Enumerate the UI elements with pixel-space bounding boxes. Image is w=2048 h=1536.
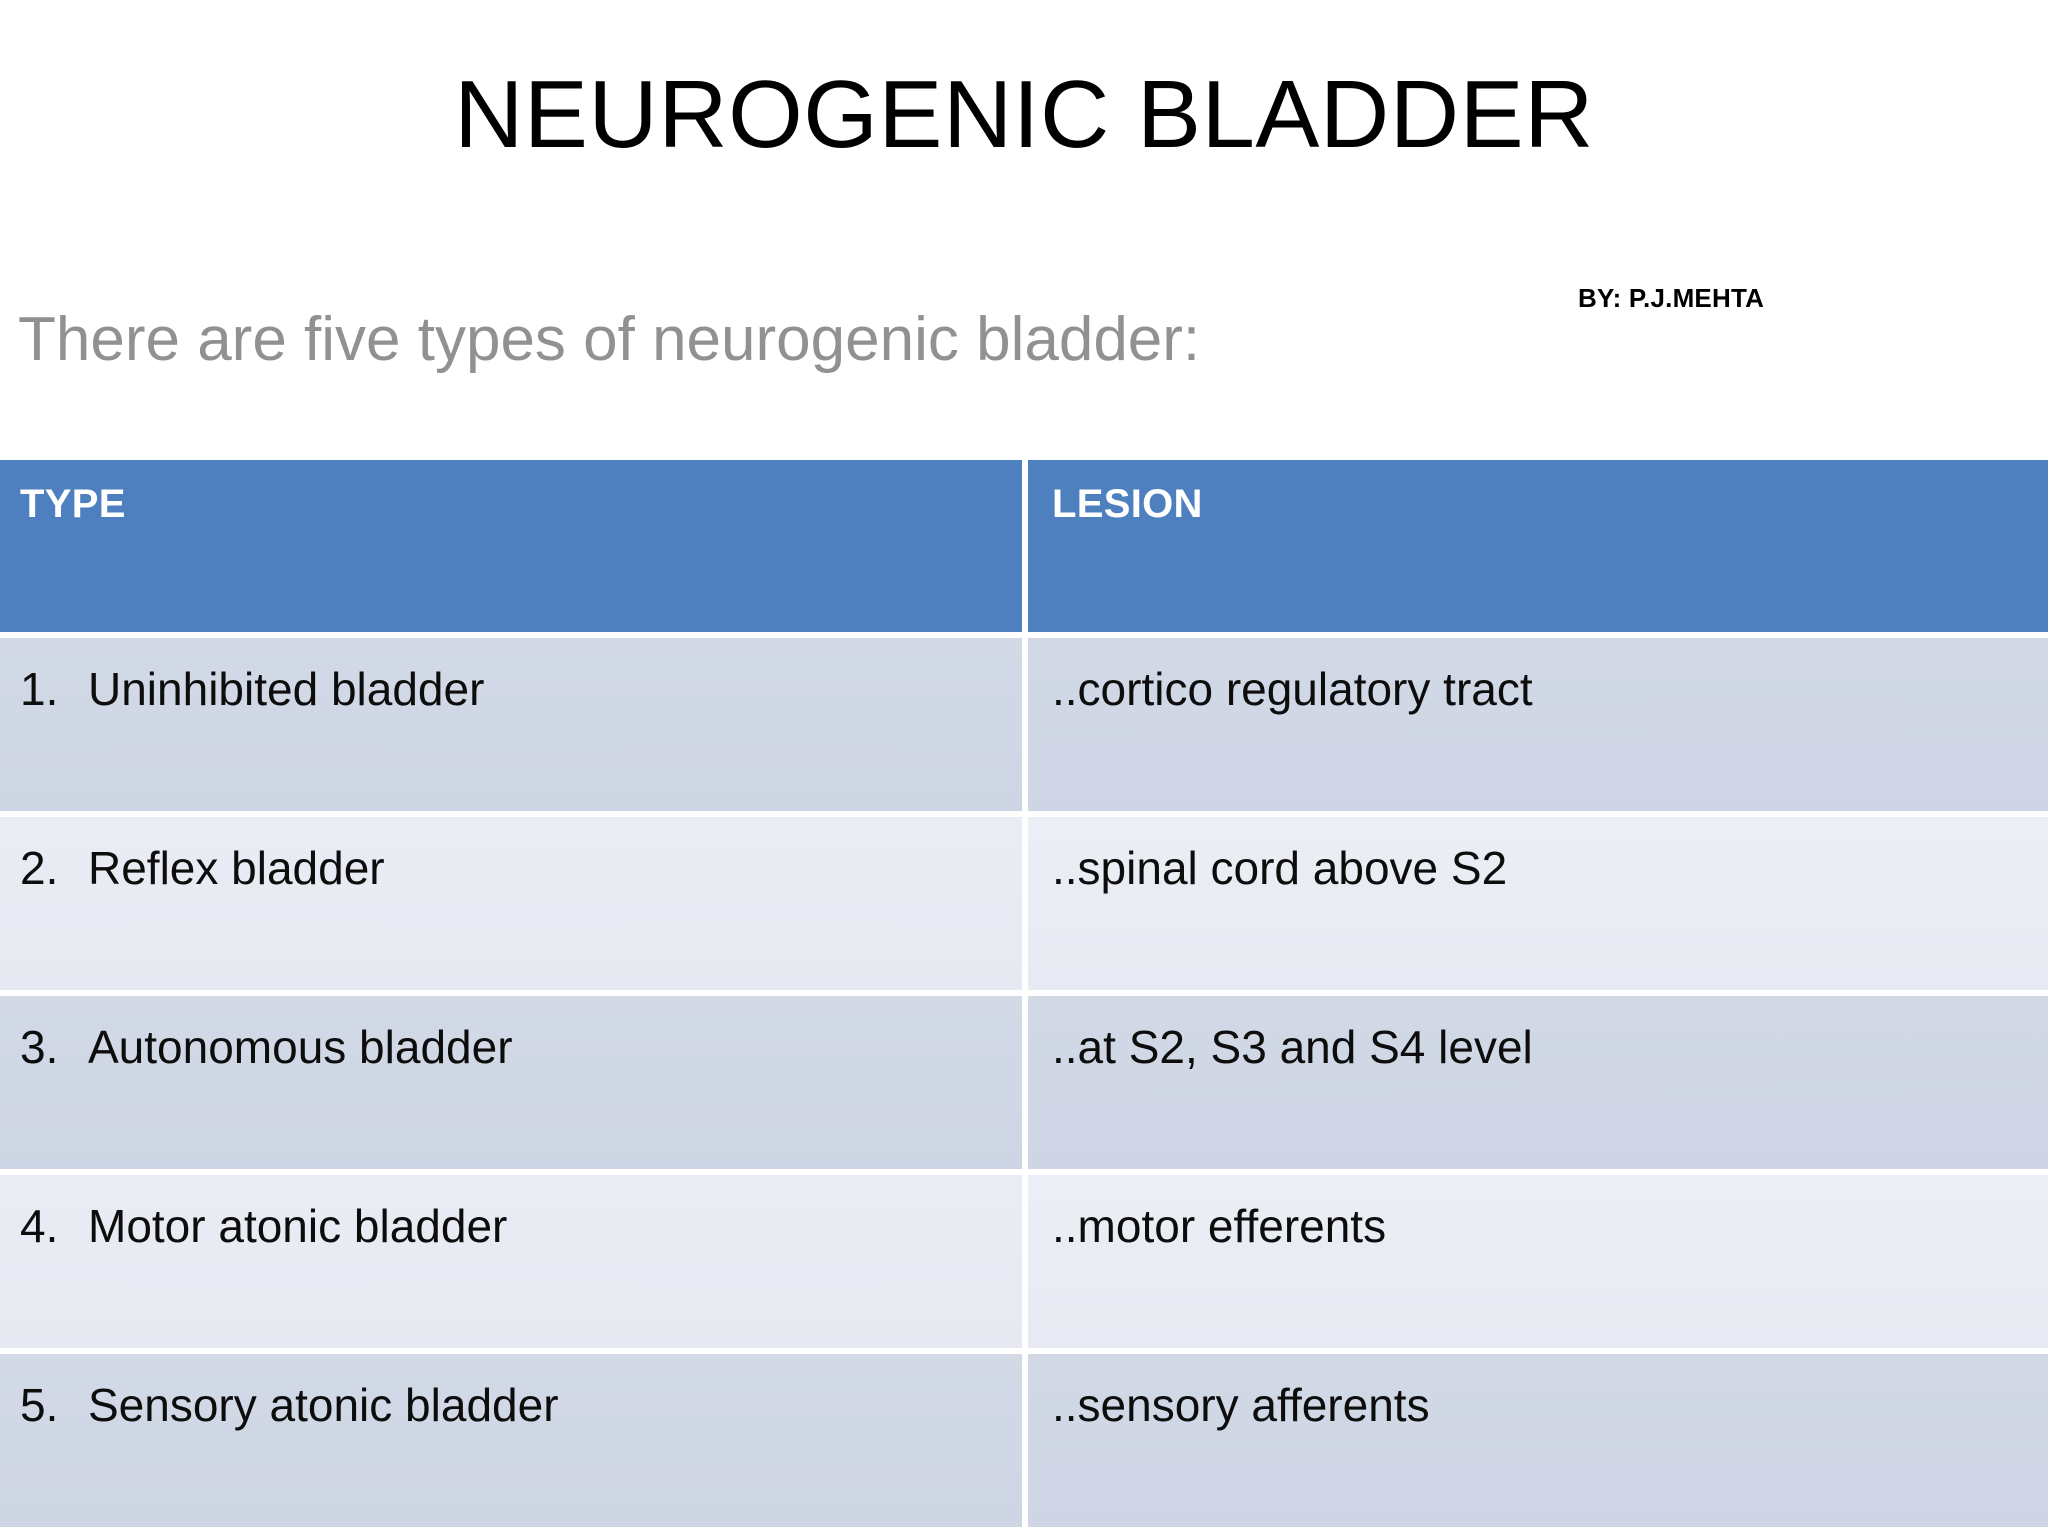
table-row-type-label: Motor atonic bladder	[88, 1200, 508, 1252]
table-cell-type: 3. Autonomous bladder	[0, 996, 1022, 1169]
table-cell-type: 5. Sensory atonic bladder	[0, 1354, 1022, 1527]
table-cell-type-text: 1. Uninhibited bladder	[20, 662, 484, 717]
table-header-cell-type: TYPE	[0, 460, 1022, 632]
neurogenic-bladder-table: TYPE LESION 1. Uninhibited bladder ..cort…	[0, 460, 2048, 1527]
table-row-type-label: Sensory atonic bladder	[88, 1379, 559, 1431]
table-row: 2. Reflex bladder ..spinal cord above S2	[0, 817, 2048, 990]
table-cell-type: 4. Motor atonic bladder	[0, 1175, 1022, 1348]
table-cell-lesion: ..at S2, S3 and S4 level	[1028, 996, 2048, 1169]
table-row-type-label: Uninhibited bladder	[88, 663, 485, 715]
table-cell-lesion: ..spinal cord above S2	[1028, 817, 2048, 990]
table-cell-type-text: 5. Sensory atonic bladder	[20, 1378, 559, 1433]
table-cell-type-text: 3. Autonomous bladder	[20, 1020, 513, 1075]
table-row-lesion-label: ..cortico regulatory tract	[1052, 663, 1533, 715]
table-row-lesion-label: ..at S2, S3 and S4 level	[1052, 1021, 1533, 1073]
table-row-number: 1.	[20, 663, 59, 715]
table-cell-lesion: ..motor efferents	[1028, 1175, 2048, 1348]
table-row-lesion-label: ..sensory afferents	[1052, 1379, 1430, 1431]
table-cell-type: 2. Reflex bladder	[0, 817, 1022, 990]
table-row-lesion-label: ..motor efferents	[1052, 1200, 1387, 1252]
table-row-lesion-label: ..spinal cord above S2	[1052, 842, 1508, 894]
table-row: 4. Motor atonic bladder ..motor efferents	[0, 1175, 2048, 1348]
author-byline: BY: P.J.MEHTA	[1578, 283, 1765, 313]
table-row-number: 4.	[20, 1200, 59, 1252]
table-cell-type: 1. Uninhibited bladder	[0, 638, 1022, 811]
table-cell-type-text: 4. Motor atonic bladder	[20, 1199, 507, 1254]
table-cell-type-text: 2. Reflex bladder	[20, 841, 385, 896]
table-header-row: TYPE LESION	[0, 460, 2048, 632]
subtitle-text: There are five types of neurogenic bladd…	[18, 305, 1201, 374]
table-header-cell-lesion: LESION	[1028, 460, 2048, 632]
table-row: 3. Autonomous bladder ..at S2, S3 and S4 …	[0, 996, 2048, 1169]
table-row-number: 2.	[20, 842, 59, 894]
table-cell-lesion: ..cortico regulatory tract	[1028, 638, 2048, 811]
page-title: NEUROGENIC BLADDER	[454, 61, 1594, 168]
table-row-type-label: Autonomous bladder	[88, 1021, 513, 1073]
table-row: 5. Sensory atonic bladder ..sensory affer…	[0, 1354, 2048, 1527]
table-row-number: 5.	[20, 1379, 59, 1431]
table-row-number: 3.	[20, 1021, 59, 1073]
table-row: 1. Uninhibited bladder ..cortico regulato…	[0, 638, 2048, 811]
table-row-type-label: Reflex bladder	[88, 842, 385, 894]
table-cell-lesion: ..sensory afferents	[1028, 1354, 2048, 1527]
table-header-label-type: TYPE	[20, 482, 126, 526]
table-header-label-lesion: LESION	[1052, 482, 1203, 526]
